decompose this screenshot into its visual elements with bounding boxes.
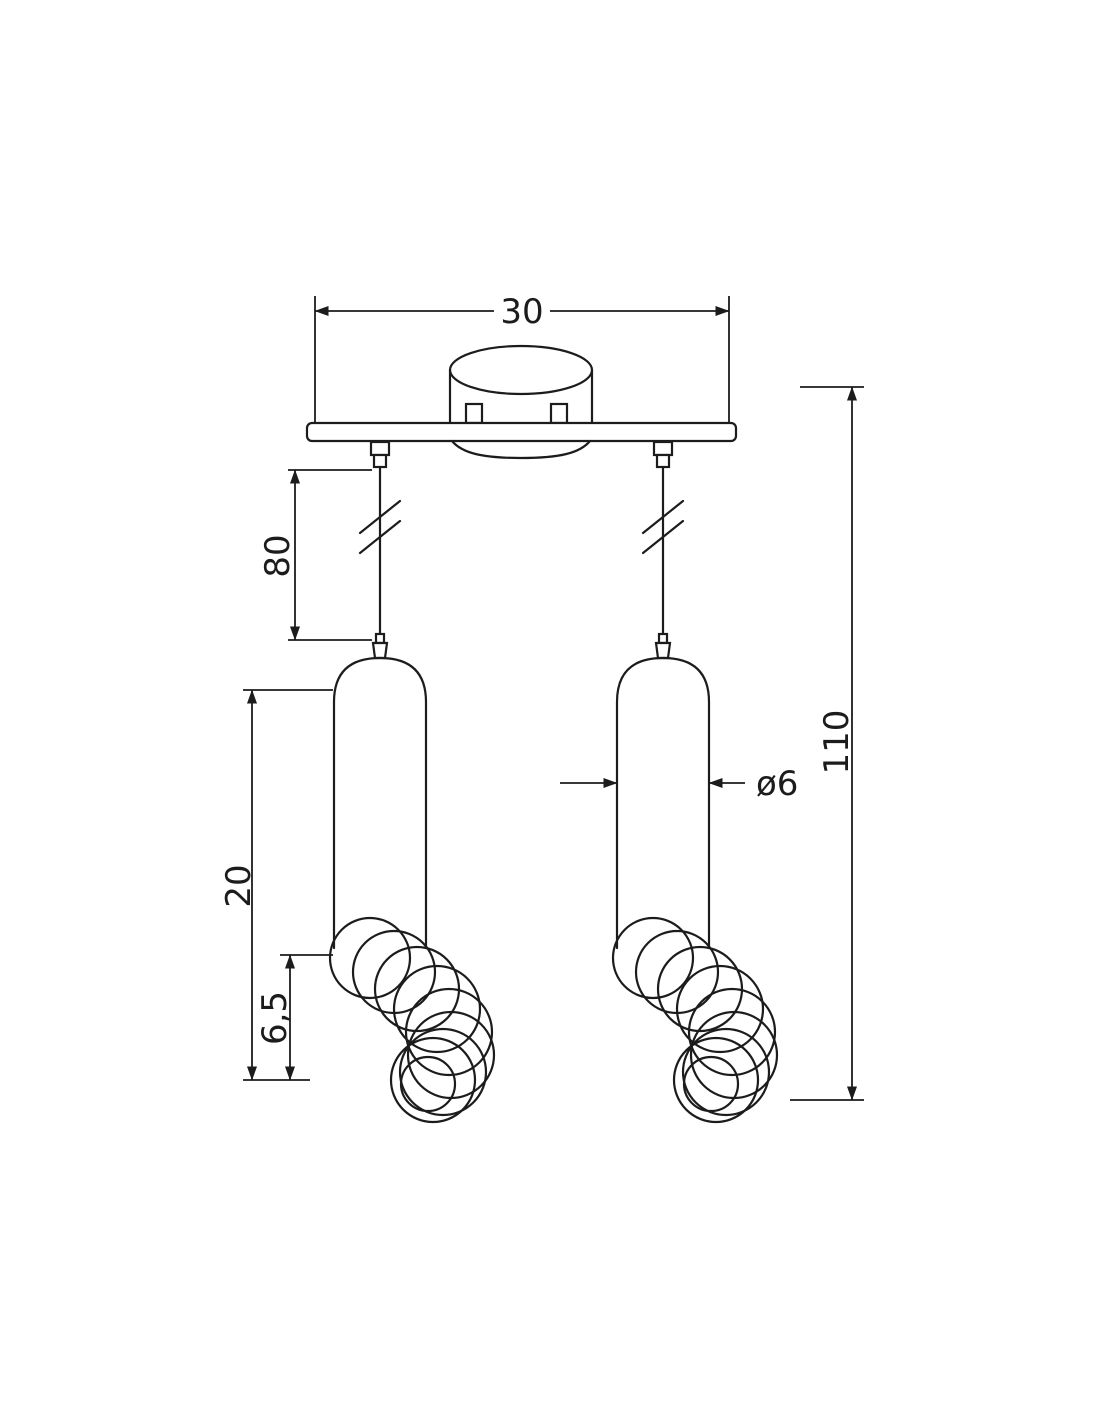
- dim-canopy-width: 30: [314, 292, 730, 423]
- cord-grip-top-left: [369, 440, 391, 457]
- pendant-tube-right: [615, 656, 711, 950]
- dim-cord-length-label: 80: [258, 534, 298, 577]
- dim-canopy-width-label: 30: [500, 292, 543, 332]
- spiral-shade-left: [328, 916, 496, 1124]
- ceiling-canopy: [448, 344, 594, 425]
- pendant-tube-left: [332, 656, 428, 950]
- dim-total-height: 110: [790, 386, 864, 1101]
- cord-right: [641, 440, 685, 660]
- dim-cord-length: 80: [258, 469, 372, 641]
- spiral-shade-right: [611, 916, 779, 1124]
- cord-break-right: [641, 499, 685, 555]
- cord-break-left: [358, 499, 402, 555]
- dim-shade-diameter: ø6: [560, 764, 798, 804]
- canopy-top: [448, 344, 594, 396]
- dim-total-height-label: 110: [817, 710, 857, 775]
- cord-grip-top-right: [652, 440, 674, 457]
- canopy-bottom-arc: [450, 439, 592, 460]
- canopy-screw-left: [464, 402, 484, 425]
- dim-tube-length-label: 20: [219, 864, 259, 907]
- cord-left: [358, 440, 402, 660]
- cord-grip-bottom-left: [374, 632, 386, 645]
- dim-shade-diameter-label: ø6: [756, 764, 798, 804]
- cord-grip-bottom-right: [657, 632, 669, 645]
- canopy-screw-right: [549, 402, 569, 425]
- mounting-plate: [305, 421, 738, 443]
- dim-spiral-height-label: 6,5: [255, 991, 295, 1045]
- dim-tube-length: 20: [219, 689, 333, 1081]
- dim-spiral-height: 6,5: [255, 954, 333, 1081]
